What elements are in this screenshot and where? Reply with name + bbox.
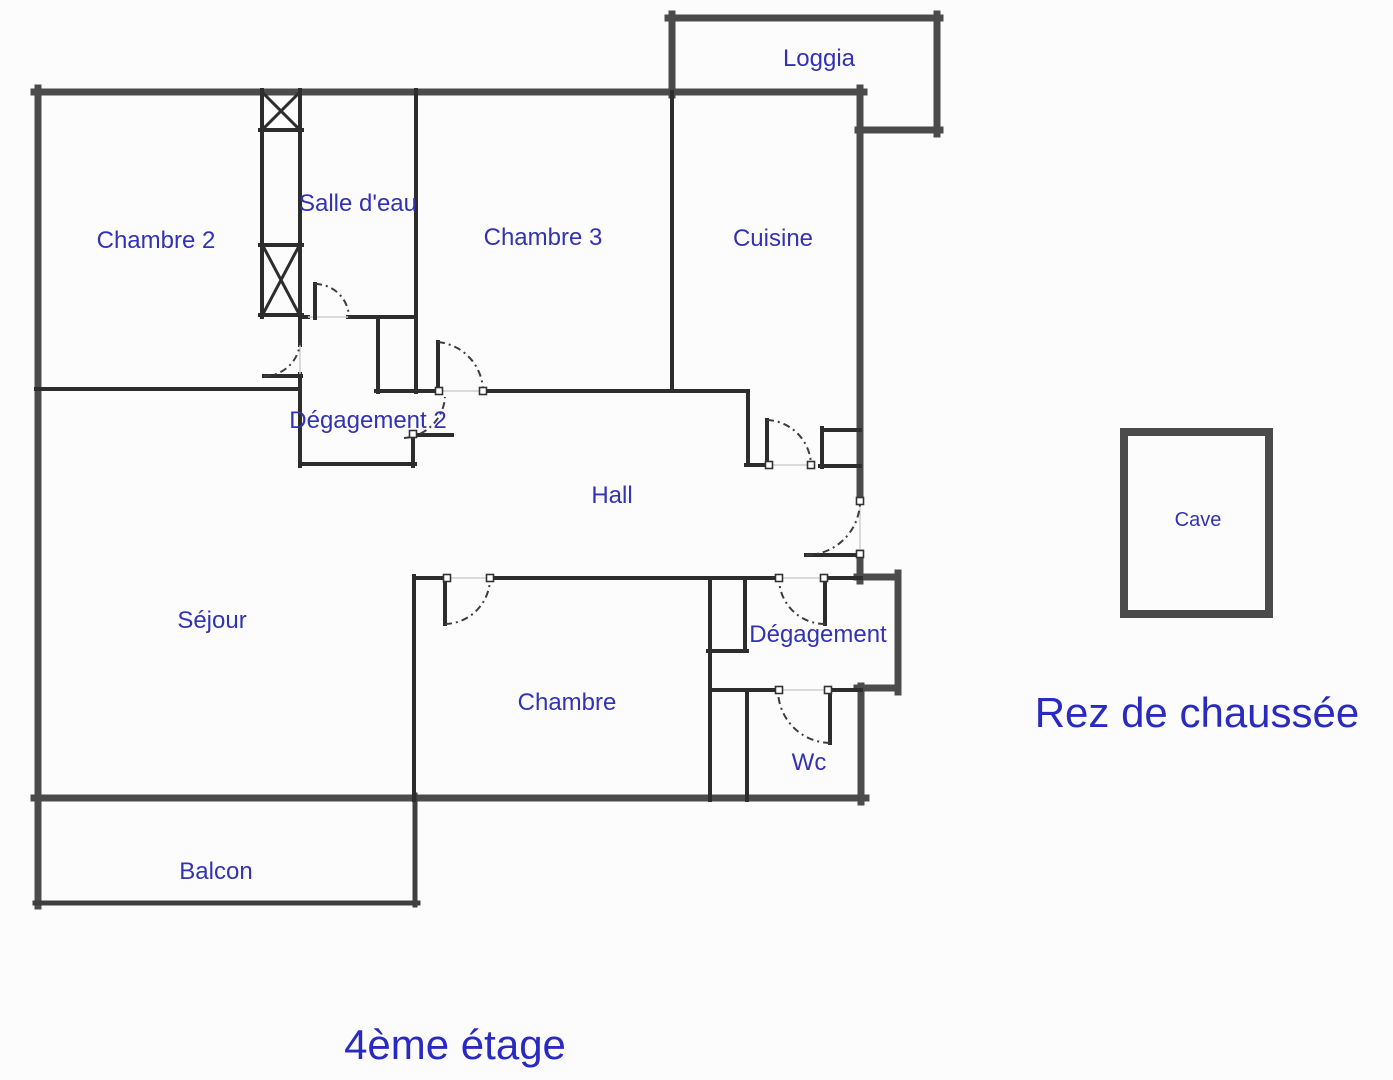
room-label-wc: Wc [792, 749, 827, 776]
room-label-hall: Hall [591, 482, 632, 509]
door-jamb [774, 685, 784, 695]
cave-outline [1120, 428, 1273, 618]
balcony-walls [32, 792, 421, 908]
door-jamb [408, 429, 418, 439]
interior-walls [34, 88, 863, 802]
door-jamb [478, 386, 488, 396]
door-openings [299, 316, 861, 691]
door-jamb [855, 496, 865, 506]
door-jamb [819, 573, 829, 583]
room-label-cuisine: Cuisine [733, 225, 813, 252]
room-label-sejour: Séjour [177, 607, 246, 634]
door-arc-degagement2 [403, 396, 446, 439]
door-arc-chambre2 [263, 342, 301, 378]
door-arc-degagement [778, 577, 826, 625]
duct-x-brace [260, 90, 302, 132]
door-arc-chambre3 [437, 341, 484, 392]
room-label-chambre2: Chambre 2 [97, 227, 216, 254]
room-label-chambre: Chambre [518, 689, 617, 716]
door-arc-chambre [444, 577, 491, 625]
door-jamb [485, 573, 495, 583]
door-arc-cuisine [766, 419, 813, 467]
door-swing-arcs [263, 283, 861, 744]
door-jamb [806, 460, 816, 470]
door-leaves [262, 282, 862, 745]
room-label-loggia: Loggia [783, 45, 856, 72]
door-jamb [823, 685, 833, 695]
room-labels: Chambre 2 Salle d'eau Chambre 3 Cuisine … [97, 45, 1222, 885]
door-arc-wc [777, 689, 831, 744]
room-label-cave: Cave [1175, 509, 1222, 531]
door-arc-entry [805, 500, 861, 556]
caption-ground-floor: Rez de chaussée [1035, 689, 1360, 736]
door-arc-salle-deau [314, 283, 350, 319]
caption-fourth-floor: 4ème étage [344, 1021, 566, 1068]
door-jamb [434, 386, 444, 396]
room-label-chambre3: Chambre 3 [484, 224, 603, 251]
door-jamb [774, 573, 784, 583]
door-jamb [855, 549, 865, 559]
door-jamb [764, 460, 774, 470]
exterior-walls [30, 10, 944, 910]
captions: Rez de chaussée 4ème étage [344, 689, 1359, 1068]
door-jamb [442, 573, 452, 583]
door-jambs [408, 386, 865, 695]
room-label-balcon: Balcon [179, 858, 252, 885]
room-label-degagement2: Dégagement 2 [289, 407, 446, 434]
room-label-degagement: Dégagement [749, 621, 887, 648]
room-label-salle-deau: Salle d'eau [299, 190, 417, 217]
duct-x-brace [260, 243, 302, 317]
